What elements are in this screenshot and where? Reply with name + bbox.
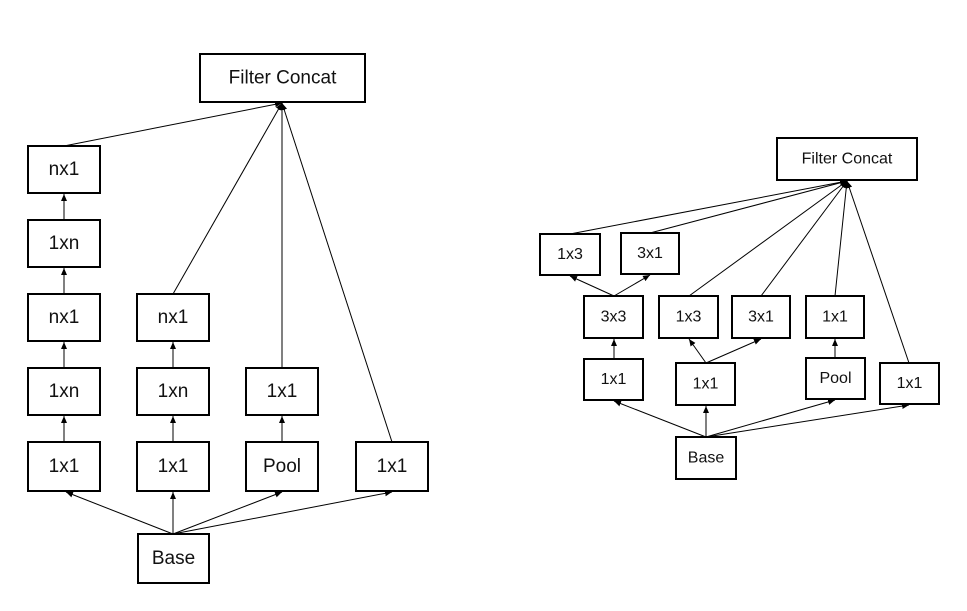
b-branch1-3x1-label: 3x1 xyxy=(637,245,663,262)
b-branch2-1x3-node: 1x3 xyxy=(658,295,719,339)
a-base-label: Base xyxy=(152,548,195,569)
b-edge-b3-1x1-concat xyxy=(834,180,850,297)
a-branch1-nx1-mid-node: nx1 xyxy=(27,293,101,342)
b-edge-base-b1 xyxy=(613,400,707,438)
a-edge-b4-concat xyxy=(281,102,393,443)
a-branch1-1xn-bot-label: 1xn xyxy=(49,381,80,402)
b-edge-b2-1x3-concat xyxy=(688,180,848,297)
a-edge-b2-concat xyxy=(172,102,283,295)
a-branch2-1x1-node: 1x1 xyxy=(136,441,210,492)
diagram-b: Filter Concat 1x3 3x1 3x3 1x1 1x3 3x1 1 xyxy=(539,137,940,480)
a-branch4-1x1-label: 1x1 xyxy=(377,456,408,477)
a-branch1-1xn-top-label: 1xn xyxy=(49,233,80,254)
b-branch3-pool-node: Pool xyxy=(805,357,866,400)
diagram-a: Filter Concat nx1 1xn nx1 1xn 1x1 nx1 1 xyxy=(27,53,429,584)
b-branch3-1x1-label: 1x1 xyxy=(822,309,848,326)
a-branch3-pool-label: Pool xyxy=(263,456,301,477)
b-branch1-1x1-label: 1x1 xyxy=(601,371,627,388)
b-edge-b1-3x1-concat xyxy=(649,179,848,234)
b-edge-b4-1x1-concat xyxy=(846,180,910,364)
a-base-node: Base xyxy=(137,533,210,584)
b-branch4-1x1-label: 1x1 xyxy=(897,375,923,392)
b-branch3-1x1-node: 1x1 xyxy=(805,295,865,339)
b-filter-concat-label: Filter Concat xyxy=(802,151,893,168)
b-branch2-3x1-node: 3x1 xyxy=(731,295,791,339)
b-branch2-1x1-node: 1x1 xyxy=(675,362,736,406)
a-branch2-1xn-label: 1xn xyxy=(158,381,189,402)
b-branch1-1x3-node: 1x3 xyxy=(539,233,601,276)
b-edge-b2-3x1-concat xyxy=(760,180,848,297)
a-branch2-nx1-label: nx1 xyxy=(158,307,189,328)
a-edge-b1-concat xyxy=(63,101,283,147)
b-edge-b2-1x1-3x1 xyxy=(705,338,762,364)
b-base-node: Base xyxy=(675,436,737,480)
b-edge-b1-1x3-concat xyxy=(569,179,848,235)
a-branch1-nx1-top-label: nx1 xyxy=(49,159,80,180)
b-edge-base-b3 xyxy=(705,399,836,438)
b-branch4-1x1-node: 1x1 xyxy=(879,362,940,405)
edges-layer xyxy=(61,101,910,535)
b-edge-b1-3x3-3x1 xyxy=(613,274,651,297)
b-branch1-1x1-node: 1x1 xyxy=(583,358,644,401)
a-branch1-nx1-top-node: nx1 xyxy=(27,145,101,194)
b-branch1-3x3-node: 3x3 xyxy=(583,295,644,339)
b-base-label: Base xyxy=(688,450,725,467)
b-filter-concat-node: Filter Concat xyxy=(776,137,918,181)
a-branch2-nx1-node: nx1 xyxy=(136,293,210,342)
b-edge-base-b4 xyxy=(705,403,910,438)
a-branch3-1x1-label: 1x1 xyxy=(267,381,298,402)
a-branch1-1x1-label: 1x1 xyxy=(49,456,80,477)
a-branch4-1x1-node: 1x1 xyxy=(355,441,429,492)
a-branch1-1xn-top-node: 1xn xyxy=(27,219,101,268)
a-edge-base-b4 xyxy=(172,490,393,535)
a-branch1-1x1-node: 1x1 xyxy=(27,441,101,492)
a-filter-concat-label: Filter Concat xyxy=(229,68,337,89)
a-edge-base-b1 xyxy=(65,491,174,535)
a-filter-concat-node: Filter Concat xyxy=(199,53,366,103)
b-branch1-3x3-label: 3x3 xyxy=(601,309,627,326)
a-branch3-pool-node: Pool xyxy=(245,441,319,492)
a-branch3-1x1-node: 1x1 xyxy=(245,367,319,416)
a-branch1-nx1-mid-label: nx1 xyxy=(49,307,80,328)
b-branch2-1x3-label: 1x3 xyxy=(676,309,702,326)
b-branch1-1x3-label: 1x3 xyxy=(557,246,583,263)
a-branch2-1x1-label: 1x1 xyxy=(158,456,189,477)
a-edge-base-b3 xyxy=(172,491,283,535)
a-branch1-1xn-bot-node: 1xn xyxy=(27,367,101,416)
b-edge-b1-3x3-1x3 xyxy=(569,275,615,297)
a-branch2-1xn-node: 1xn xyxy=(136,367,210,416)
b-edge-b2-1x1-1x3 xyxy=(688,338,707,364)
b-branch2-1x1-label: 1x1 xyxy=(693,376,719,393)
b-branch3-pool-label: Pool xyxy=(819,370,851,387)
b-branch2-3x1-label: 3x1 xyxy=(748,309,774,326)
b-branch1-3x1-node: 3x1 xyxy=(620,232,680,275)
